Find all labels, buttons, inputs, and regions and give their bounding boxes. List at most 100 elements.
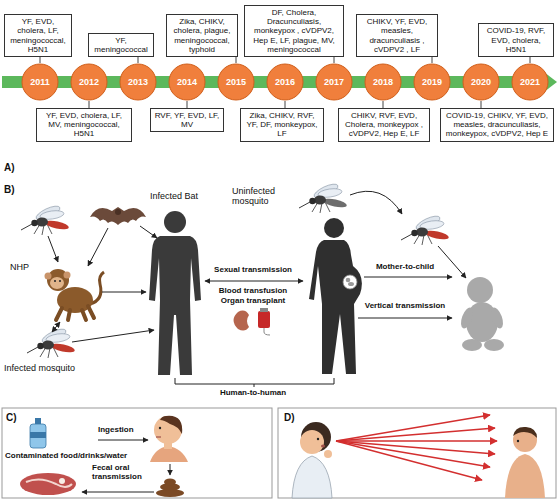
year-circle: 2019: [413, 63, 451, 101]
year-label: 2014: [177, 77, 197, 87]
annotation-label: Contaminated food/drinks/water: [5, 452, 127, 461]
year-label: 2019: [422, 77, 442, 87]
disease-list: Zika, CHIKV, cholera, plague, meningococ…: [170, 17, 234, 54]
disease-list: YF, EVD, cholera, LF, MV, meningococcal,…: [40, 111, 128, 139]
annotation-label: Vertical transmission: [355, 302, 455, 311]
infected-mosquito-top: [21, 203, 69, 235]
droplet-arrows: [336, 415, 497, 480]
annotation-label: Organ transplant: [203, 297, 303, 306]
monkey-figure: [45, 269, 105, 320]
year-circle-fill: [218, 64, 254, 100]
event-box: YF, EVD, cholera, LF, meningococcal, H5N…: [4, 14, 72, 57]
annotation-label: Human-to-human: [203, 389, 303, 398]
infected-mosquito-right: [401, 213, 449, 245]
timeline-connector: [481, 101, 482, 108]
year-label: 2021: [520, 77, 540, 87]
human-figure: [149, 211, 201, 375]
year-circle-fill: [169, 64, 205, 100]
feces-icon: [156, 479, 184, 498]
timeline-connector: [40, 57, 41, 63]
disease-list: DF, Cholera, Dracunculiasis, monkeypox ,…: [248, 8, 340, 54]
annotation-label: NHP: [10, 262, 29, 272]
year-circle-fill: [414, 64, 450, 100]
timeline-connector: [334, 57, 335, 63]
disease-list: CHIKV, YF, EVD, measles, dracunculiasis …: [360, 17, 434, 54]
receiving-person: [505, 427, 545, 498]
year-circle: 2013: [119, 63, 157, 101]
annotation-label: Infected Bat: [150, 191, 198, 201]
disease-list: YF, EVD, cholera, LF, meningococcal, H5N…: [8, 17, 68, 54]
panel-frame: [278, 408, 556, 498]
annotation-label: Ingestion: [98, 426, 134, 435]
year-circle-fill: [463, 64, 499, 100]
transmission-arrows: [48, 191, 466, 387]
uninfected-mosquito: [299, 181, 347, 213]
timeline-connector: [530, 57, 531, 63]
panel-letter: D): [284, 412, 295, 423]
baby-figure: [459, 277, 506, 351]
coughing-person: [292, 422, 332, 498]
timeline-connector: [236, 57, 237, 63]
annotation-label: Mother-to-child: [358, 263, 452, 272]
disease-list: Zika, CHIKV, RVF, YF, DF, monkeypox, LF: [244, 111, 320, 139]
annotation-label: Infected mosquito: [4, 363, 99, 373]
event-box: COVID-19, CHIKV, YF, EVD, measles, dracu…: [440, 108, 554, 142]
person-head-icon: [150, 416, 188, 462]
disease-list: CHIKV, RVF, EVD, Cholera, monkeypox , cV…: [342, 111, 426, 139]
panel-letter: C): [6, 412, 17, 423]
year-circle: 2014: [168, 63, 206, 101]
event-box: CHIKV, RVF, EVD, Cholera, monkeypox , cV…: [338, 108, 430, 142]
annotation-label: Uninfected mosquito: [232, 186, 292, 206]
annotation-label: Sexual transmission: [203, 266, 303, 275]
year-circle-fill: [267, 64, 303, 100]
year-circle: 2020: [462, 63, 500, 101]
bottle-icon: [30, 418, 46, 448]
event-box: YF, EVD, cholera, LF, MV, meningococcal,…: [36, 108, 132, 142]
annotation-label: Fecal oral transmission: [92, 464, 152, 482]
panel-frame: [2, 408, 272, 498]
year-circle: 2015: [217, 63, 255, 101]
disease-list: COVID-19, RVF, EVD, cholera, H5N1: [482, 26, 550, 54]
year-circle: 2017: [315, 63, 353, 101]
timeline-connector: [138, 57, 139, 63]
event-box: YF, meningococcal: [88, 33, 154, 57]
disease-list: COVID-19, CHIKV, YF, EVD, measles, dracu…: [444, 111, 550, 139]
timeline-connector: [285, 101, 286, 108]
event-box: COVID-19, RVF, EVD, cholera, H5N1: [478, 23, 554, 57]
fecal-oral-arrows: [82, 440, 170, 492]
timeline-connector: [89, 101, 90, 108]
year-circle-fill: [316, 64, 352, 100]
year-circle-fill: [512, 64, 548, 100]
event-box: RVF, YF, EVD, LF, MV: [150, 108, 224, 132]
panel-letter: B): [4, 184, 15, 195]
year-label: 2011: [30, 77, 50, 87]
year-label: 2012: [79, 77, 99, 87]
timeline-connector: [187, 101, 188, 108]
disease-list: YF, meningococcal: [92, 36, 150, 54]
disease-list: RVF, YF, EVD, LF, MV: [154, 111, 220, 129]
year-circle-fill: [365, 64, 401, 100]
year-circle: 2012: [70, 63, 108, 101]
annotation-label: Blood transfusion: [203, 287, 303, 296]
timeline-connector: [432, 57, 433, 63]
year-circle: 2016: [266, 63, 304, 101]
infected-mosquito-bottom: [27, 326, 75, 358]
year-circle-fill: [120, 64, 156, 100]
year-circle: 2018: [364, 63, 402, 101]
year-circle: 2011: [21, 63, 59, 101]
year-label: 2017: [324, 77, 344, 87]
year-label: 2018: [373, 77, 393, 87]
year-label: 2015: [226, 77, 246, 87]
year-label: 2013: [128, 77, 148, 87]
event-box: Zika, CHIKV, RVF, YF, DF, monkeypox, LF: [240, 108, 324, 142]
organ-icons: [234, 308, 271, 335]
year-label: 2016: [275, 77, 295, 87]
year-circle-fill: [22, 64, 58, 100]
year-circle: 2021: [511, 63, 549, 101]
bat-figure: [90, 207, 146, 225]
event-box: Zika, CHIKV, cholera, plague, meningococ…: [166, 14, 238, 57]
event-box: DF, Cholera, Dracunculiasis, monkeypox ,…: [244, 5, 344, 57]
panel-letter: A): [4, 162, 15, 173]
year-label: 2020: [471, 77, 491, 87]
